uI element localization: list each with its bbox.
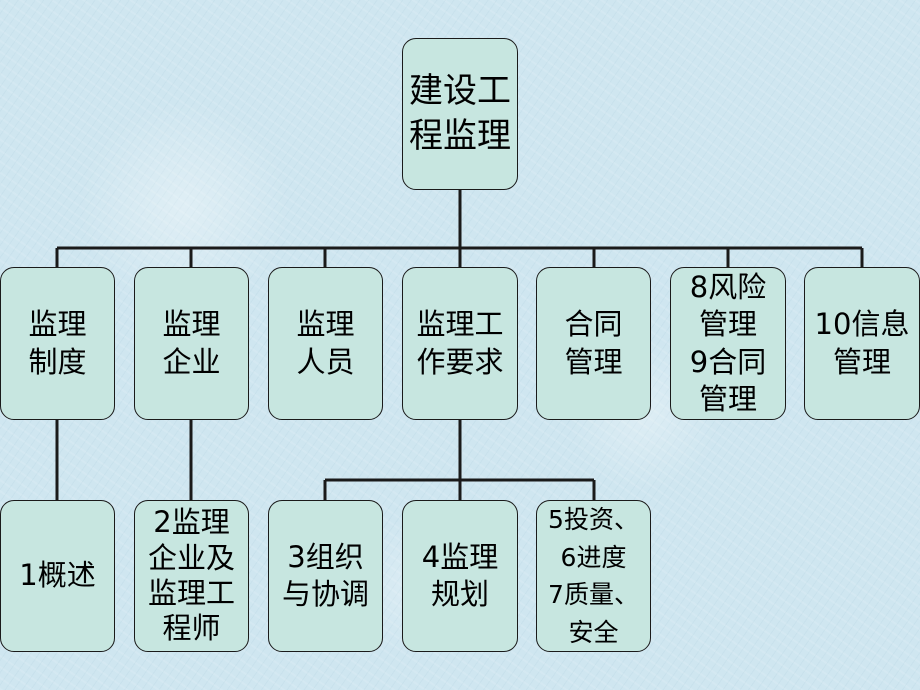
root-node-label: 建设工 程监理 [409,71,511,156]
node-supervision-enterprise: 监理 企业 [134,267,249,420]
node-label: 监理工 作要求 [416,307,504,379]
node-label: 5投资、 6进度 7质量、 安全 [548,505,639,647]
node-risk-contract-management: 8风险 管理 9合同 管理 [670,267,786,420]
node-label: 合同 管理 [564,307,623,379]
node-organization-coordination: 3组织 与协调 [268,500,383,652]
node-contract-management: 合同 管理 [536,267,651,420]
node-supervision-planning: 4监理 规划 [402,500,518,652]
node-investment-schedule-quality: 5投资、 6进度 7质量、 安全 [536,500,651,652]
node-label: 2监理 企业及 监理工 程师 [147,505,235,646]
node-information-management: 10信息 管理 [804,267,920,420]
node-label: 监理 企业 [162,307,221,379]
root-node: 建设工 程监理 [402,38,518,190]
node-overview: 1概述 [0,500,115,652]
node-label: 3组织 与协调 [281,539,369,611]
node-label: 监理 人员 [296,307,355,379]
node-enterprise-and-engineers: 2监理 企业及 监理工 程师 [134,500,249,652]
node-label: 1概述 [19,558,96,593]
node-label: 4监理 规划 [421,539,499,611]
node-work-requirements: 监理工 作要求 [402,267,518,420]
node-label: 8风险 管理 9合同 管理 [689,270,767,416]
node-supervision-personnel: 监理 人员 [268,267,383,420]
node-supervision-system: 监理 制度 [0,267,115,420]
node-label: 监理 制度 [28,307,87,379]
node-label: 10信息 管理 [814,307,910,379]
